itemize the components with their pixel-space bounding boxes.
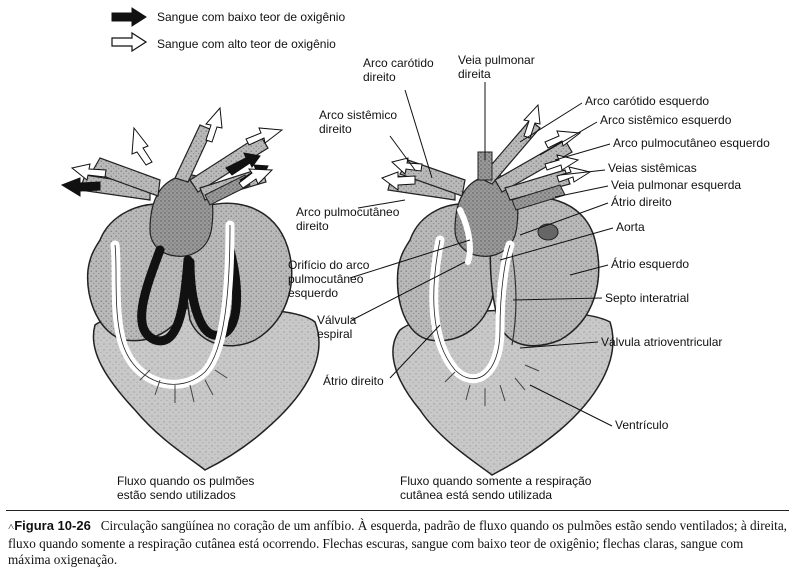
caption-line: cutânea está sendo utilizada [400,488,591,502]
label-arco-sistemico-esquerdo: Arco sistêmico esquerdo [600,113,731,127]
label-septo-interatrial: Septo interatrial [605,291,689,305]
caption-line: estão sendo utilizados [117,488,254,502]
caption-rule [6,510,789,511]
label-veia-pulmonar-esquerda: Veia pulmonar esquerda [611,178,741,192]
label-ventriculo: Ventrículo [615,418,668,432]
caption-text: Circulação sangüínea no coração de um an… [8,518,787,567]
caption-line: Fluxo quando os pulmões [117,474,254,488]
label-veia-pulmonar-direita: Veia pulmonar direita [458,53,535,81]
label-valvula-espiral: Válvula espiral [317,313,356,341]
label-arco-pulmocutaneo-esquerdo: Arco pulmocutâneo esquerdo [613,136,770,150]
label-line: direito [363,70,434,84]
left-panel-caption: Fluxo quando os pulmões estão sendo util… [117,474,254,502]
label-line: espiral [317,327,356,341]
label-line: direito [319,122,397,136]
label-line: direito [296,219,399,233]
label-arco-sistemico-direito: Arco sistêmico direito [319,108,397,136]
label-line: esquerdo [288,286,369,300]
figure-caption: ˄Figura 10-26 Circulação sangüínea no co… [8,518,788,569]
label-line: Orifício do arco [288,258,369,272]
caption-line: Fluxo quando somente a respiração [400,474,591,488]
label-line: Arco pulmocutâneo [296,205,399,219]
figure-number: Figura 10-26 [14,518,91,533]
label-atrio-esquerdo: Átrio esquerdo [611,257,689,271]
label-arco-carotido-direito: Arco carótido direito [363,56,434,84]
label-arco-pulmocutaneo-direito: Arco pulmocutâneo direito [296,205,399,233]
label-line: Veia pulmonar [458,53,535,67]
label-line: Arco sistêmico [319,108,397,122]
label-veias-sistemicas: Veias sistêmicas [608,161,697,175]
label-line: Válvula [317,313,356,327]
label-aorta: Aorta [616,220,645,234]
label-line: Arco carótido [363,56,434,70]
label-line: pulmocutâneo [288,272,369,286]
label-atrio-direito-right: Átrio direito [611,195,672,209]
right-panel-caption: Fluxo quando somente a respiração cutâne… [400,474,591,502]
label-atrio-direito-left: Átrio direito [323,374,384,388]
label-line: direita [458,67,535,81]
right-heart [382,105,613,475]
label-arco-carotido-esquerdo: Arco carótido esquerdo [585,94,709,108]
label-orificio: Orifício do arco pulmocutâneo esquerdo [288,258,369,300]
left-heart [62,108,319,470]
label-valvula-atrioventricular: Válvula atrioventricular [601,335,722,349]
